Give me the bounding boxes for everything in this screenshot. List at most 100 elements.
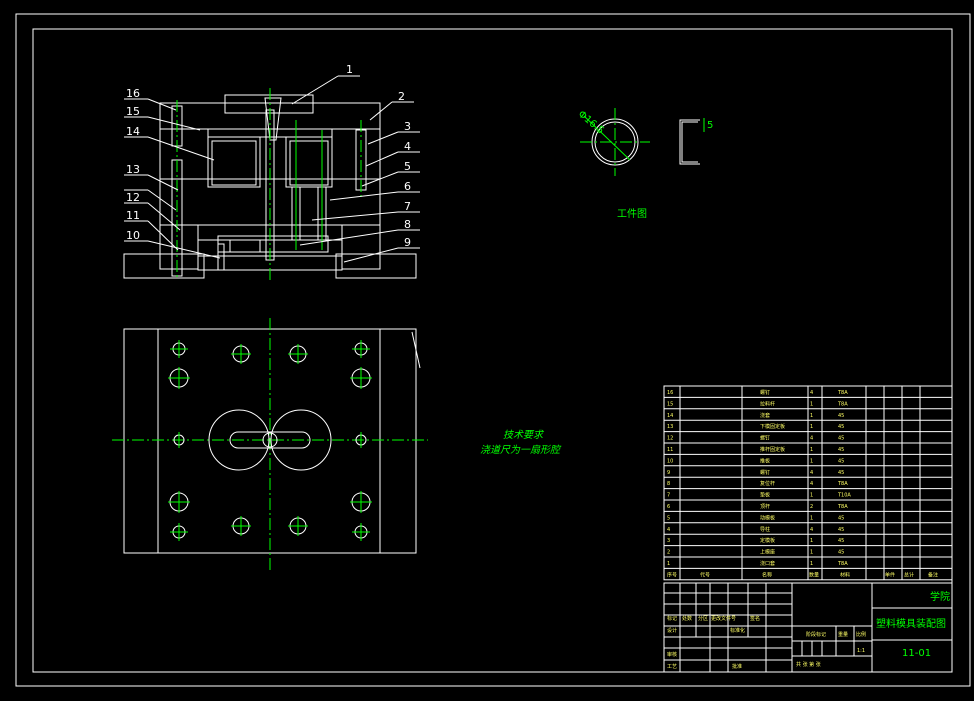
bom-cell-name: 浇套 — [760, 412, 770, 419]
bom-cell-name: 浇口套 — [760, 560, 775, 567]
bom-cell-qty: 1 — [810, 550, 813, 556]
bom-cell-name: 上模座 — [760, 549, 775, 556]
tb-count: 处数 — [682, 615, 692, 622]
bom-header-single: 单件 — [885, 571, 895, 578]
bom-cell-name: 螺钉 — [760, 469, 770, 476]
tb-sheets: 共 张 第 张 — [796, 661, 821, 668]
leaders-right — [291, 75, 420, 263]
bom-cell-no: 7 — [667, 493, 670, 499]
bom-cell-no: 14 — [667, 413, 673, 419]
bom-cell-no: 5 — [667, 515, 670, 521]
bom-cell-mat: T8A — [837, 481, 848, 487]
bom-cell-qty: 1 — [810, 538, 813, 544]
bom-cell-qty: 2 — [810, 504, 813, 510]
bom-cell-no: 2 — [667, 550, 670, 556]
tb-zone: 分区 — [698, 615, 708, 622]
part-number: 13 — [126, 163, 140, 176]
bom-cell-name: 螺钉 — [760, 435, 770, 442]
section-view — [123, 88, 417, 282]
bom-header-no: 序号 — [667, 571, 677, 578]
title-block: 标记 处数 分区 更改文件号 签名 设计 标准化 审核 工艺 批准 阶段标记 重… — [663, 582, 953, 673]
bom-cell-no: 9 — [667, 470, 670, 476]
tb-drawing-title: 塑料模具装配图 — [876, 617, 946, 630]
bom-cell-qty: 1 — [810, 424, 813, 430]
tb-weight: 重量 — [838, 631, 848, 638]
tb-mark: 标记 — [667, 615, 677, 622]
bom-cell-no: 16 — [667, 390, 673, 396]
tb-change-doc: 更改文件号 — [711, 615, 736, 622]
part-number: 6 — [404, 180, 411, 193]
tb-process: 工艺 — [667, 664, 677, 670]
part-number: 14 — [126, 125, 140, 138]
leaders-left — [124, 98, 221, 259]
bom-cell-name: 定模板 — [760, 537, 775, 544]
outer-border — [15, 13, 971, 687]
technical-requirements: 技术要求 浇道尺为一扇形腔 — [480, 429, 562, 456]
dim-height: 5 — [707, 120, 713, 131]
bom-header-qty: 数量 — [809, 571, 819, 578]
plan-view — [112, 318, 428, 572]
part-number: 5 — [404, 160, 411, 173]
bom-cell-qty: 1 — [810, 515, 813, 521]
workpiece-label: 工件图 — [617, 208, 647, 220]
bom-header-total: 总计 — [904, 571, 914, 578]
bom-cell-mat: 45 — [838, 436, 844, 442]
bom-cell-mat: 45 — [838, 538, 844, 544]
bom-cell-qty: 4 — [810, 527, 813, 533]
bom-cell-mat: T8A — [837, 401, 848, 407]
bom-header-code: 代号 — [700, 571, 710, 578]
bom-cell-qty: 4 — [810, 470, 813, 476]
bom-cell-mat: T8A — [837, 561, 848, 567]
bom-cell-no: 12 — [667, 436, 673, 442]
part-numbers: 1 2 3 4 5 6 7 8 9 10 11 12 13 14 15 16 — [126, 63, 411, 249]
bom-cell-mat: T8A — [837, 390, 848, 396]
bom-cell-mat: 45 — [838, 458, 844, 464]
part-number: 8 — [404, 218, 411, 231]
tb-drawing-number: 11-01 — [902, 648, 931, 659]
bom-cell-no: 8 — [667, 481, 670, 487]
tech-req-title: 技术要求 — [503, 429, 545, 441]
bom-cell-name: 导柱 — [760, 526, 770, 533]
part-number: 15 — [126, 105, 140, 118]
part-number: 7 — [404, 200, 411, 213]
bom-cell-qty: 4 — [810, 390, 813, 396]
bom-cell-qty: 1 — [810, 458, 813, 464]
bom-cell-name: 复位杆 — [760, 480, 775, 487]
part-number: 9 — [404, 236, 411, 249]
bom-cell-mat: 45 — [838, 424, 844, 430]
bom-cell-mat: 45 — [838, 515, 844, 521]
tb-standard: 标准化 — [730, 627, 745, 634]
bom-cell-name: 下模固定板 — [760, 423, 785, 430]
bom-cell-name: 拉料杆 — [760, 400, 775, 407]
bom-cell-no: 11 — [667, 447, 673, 453]
bom-cell-no: 10 — [667, 458, 673, 464]
part-number: 3 — [404, 120, 411, 133]
bom-cell-mat: 45 — [838, 447, 844, 453]
tb-sign: 签名 — [750, 615, 760, 622]
bom-cell-no: 4 — [667, 527, 670, 533]
tb-approve: 批准 — [732, 663, 742, 670]
bom-cell-mat: T10A — [837, 493, 851, 499]
part-number: 1 — [346, 63, 353, 76]
bom-header-note: 备注 — [928, 571, 938, 578]
bom-header-mat: 材料 — [840, 571, 850, 578]
bom-cell-qty: 1 — [810, 447, 813, 453]
bom-cell-mat: 45 — [838, 413, 844, 419]
part-number: 4 — [404, 140, 411, 153]
bom-cell-qty: 1 — [810, 561, 813, 567]
bom-cell-name: 顶杆 — [760, 503, 770, 510]
bom-cell-mat: 45 — [838, 470, 844, 476]
bom-cell-no: 13 — [667, 424, 673, 430]
bom-cell-name: 推杆固定板 — [760, 446, 785, 453]
dim-diameter: Φ16.5 — [576, 109, 606, 137]
bom-cell-no: 15 — [667, 401, 673, 407]
bom-cell-mat: 45 — [838, 550, 844, 556]
bom-header-name: 名称 — [762, 571, 772, 578]
bom-cell-name: 动模板 — [760, 514, 775, 521]
tb-school: 学院 — [930, 590, 950, 603]
part-number: 16 — [126, 87, 140, 100]
part-number: 11 — [126, 209, 140, 222]
bom-cell-no: 3 — [667, 538, 670, 544]
bom-cell-name: 垫板 — [760, 492, 770, 499]
